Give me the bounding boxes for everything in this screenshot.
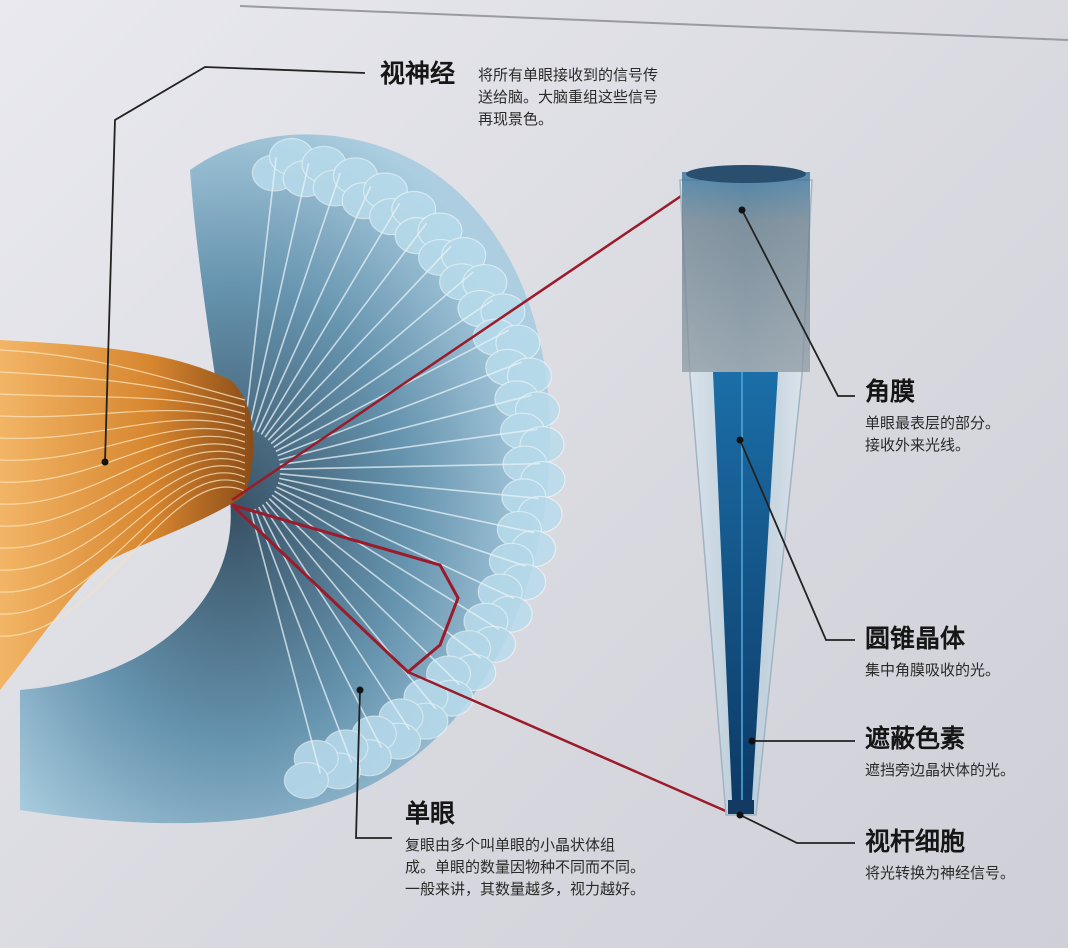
ommatidium-ray: [260, 202, 401, 435]
nerve-fiber: [0, 465, 246, 571]
ommatidium-ray: [265, 501, 437, 710]
ommatidium-ray: [258, 506, 383, 749]
callout-line-top: [231, 188, 691, 502]
nerve-fiber: [0, 443, 246, 505]
nerve-fiber: [0, 393, 246, 415]
rod-cell-base: [728, 800, 754, 814]
nerve-fiber: [0, 419, 246, 440]
ommatidium-ray: [273, 299, 494, 448]
ommatidium-label: 单眼 复眼由多个叫单眼的小晶状体组 成。单眼的数量因物种不同而不同。 一般来讲，…: [405, 799, 646, 898]
ommatidium-ray: [279, 472, 539, 500]
nerve-fiber: [0, 486, 246, 637]
ommatidium-ray: [270, 271, 474, 445]
ommatidium-ray: [279, 462, 540, 470]
ommatidium-ray: [256, 186, 372, 433]
nerve-fiber: [0, 457, 246, 549]
ommatidium-ray: [278, 394, 532, 461]
ommatidium-ray: [248, 163, 310, 430]
cornea-segment: [682, 172, 810, 372]
highlighted-ommatidium: [230, 503, 460, 675]
ommatidium-ray: [267, 245, 452, 441]
nerve-fiber: [0, 371, 246, 408]
enlarged-ommatidium: [679, 165, 813, 816]
lens-facet: [283, 761, 329, 800]
ommatidium-ray: [249, 510, 322, 774]
page-edge: [239, 5, 1068, 41]
ommatidium-ray: [277, 361, 523, 457]
ommatidium-ray: [254, 508, 353, 763]
ommatidium-rays: [244, 157, 540, 774]
ommatidium-ray: [244, 157, 277, 429]
nerve-fiber: [0, 427, 246, 461]
nerve-fiber: [0, 472, 246, 593]
optic-nerve-title: 视神经: [380, 59, 456, 88]
pigment-label: 遮蔽色素 遮挡旁边晶状体的光。: [865, 724, 1016, 779]
crystalline-cone-core: [713, 372, 778, 800]
ommatidium-ray: [279, 428, 538, 466]
ommatidium-ray: [277, 482, 526, 567]
ommatidium-ray: [252, 172, 342, 431]
nerve-fiber: [0, 479, 246, 615]
eye-dome: [20, 134, 551, 824]
ommatidium-ray: [274, 490, 500, 630]
leader-dots: [101, 206, 756, 819]
leader-lines: [104, 66, 855, 844]
callout-line-bottom: [407, 670, 729, 814]
nerve-fiber: [0, 435, 246, 483]
cornea-top: [686, 165, 806, 183]
rod-cell-label: 视杆细胞 将光转换为神经信号。: [865, 827, 1016, 882]
ommatidium-ray: [264, 222, 428, 438]
optic-nerve-desc: 将所有单眼接收到的信号传 送给脑。大脑重组这些信号 再现景色。: [478, 66, 659, 128]
nerve-fibers: [0, 349, 246, 637]
nerve-fiber: [0, 410, 246, 422]
ommatidium-ray: [276, 486, 515, 600]
ommatidium-ray: [261, 504, 411, 731]
nerve-fiber: [0, 450, 246, 527]
crystalline-cone-label: 圆锥晶体 集中角膜吸收的光。: [865, 624, 1001, 679]
nerve-fiber: [0, 349, 246, 401]
cornea-label: 角膜 单眼最表层的部分。 接收外来光线。: [865, 377, 1001, 454]
ommatidium-ray: [279, 477, 535, 534]
